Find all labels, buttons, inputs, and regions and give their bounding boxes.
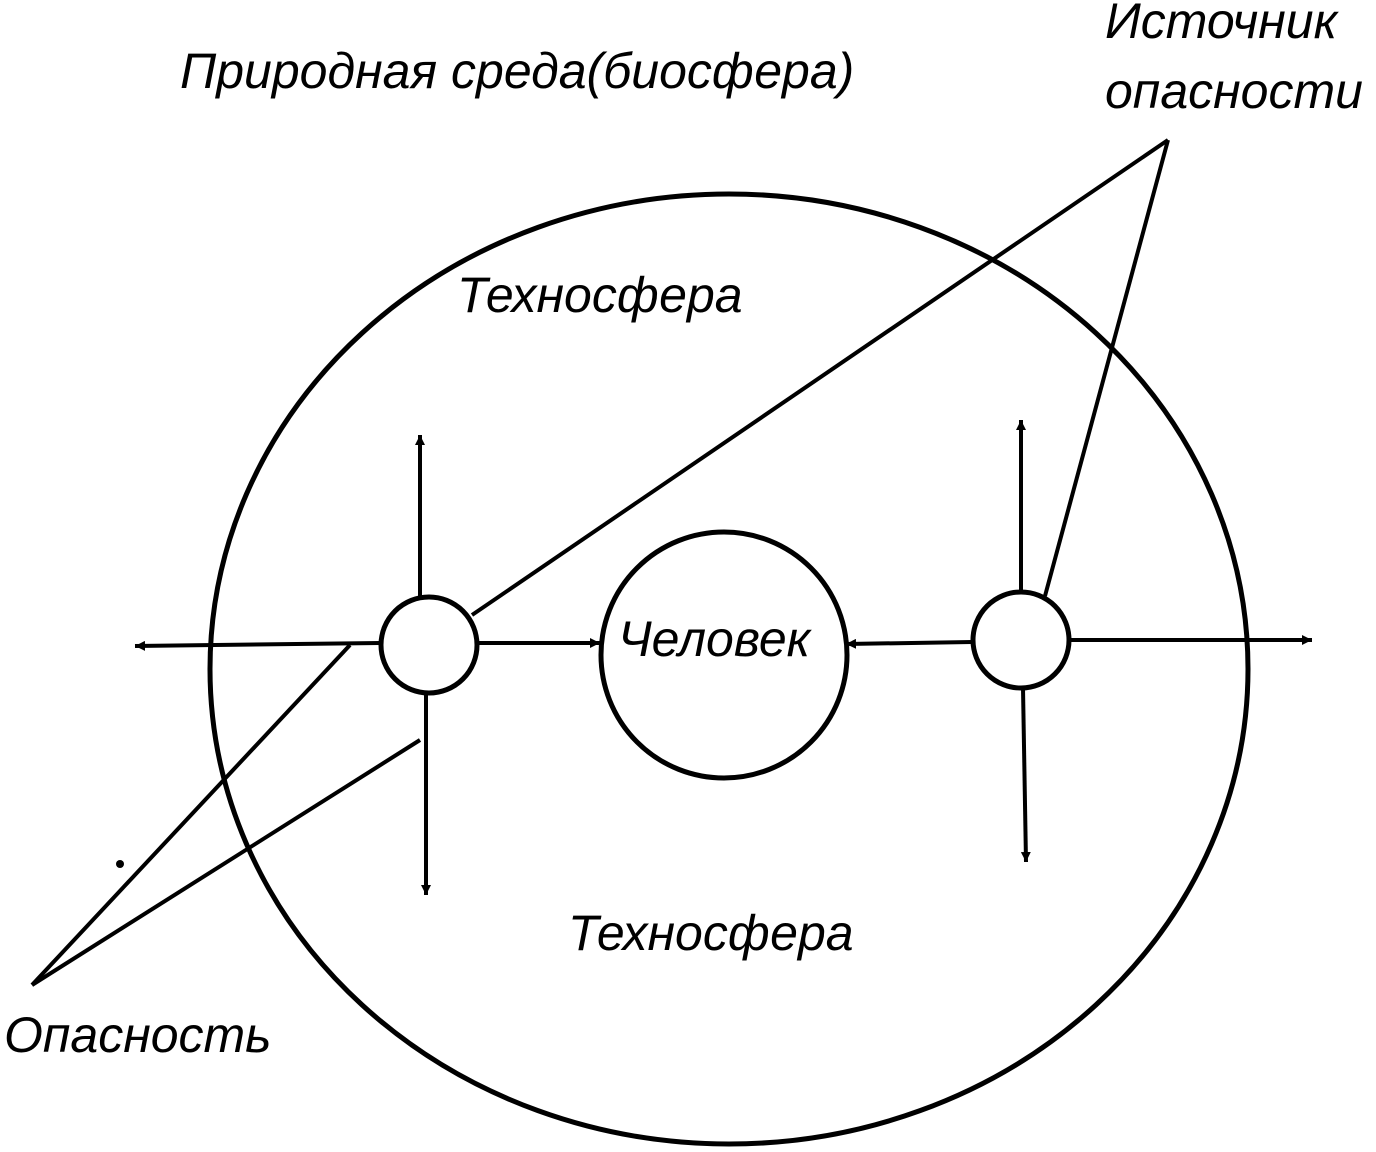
technosphere-circle (207, 191, 1251, 1147)
stray-dot (116, 860, 124, 868)
danger-pointer-lines (30, 643, 422, 987)
human-label: Человек (618, 611, 813, 667)
left-source-circle (378, 594, 480, 696)
environment-label: Природная среда(биосфера) (180, 43, 854, 99)
right-source-circle (970, 589, 1072, 691)
source-label-line1: Источник (1105, 0, 1340, 49)
right-arrow-to-human (845, 638, 973, 649)
source-label-line2: опасности (1105, 63, 1363, 119)
right-source-arrows (845, 420, 1312, 863)
technosphere-top-label: Техносфера (457, 267, 743, 323)
technosphere-bottom-label: Техносфера (568, 905, 854, 961)
right-arrow-down (1020, 687, 1031, 863)
human-circle (598, 529, 850, 781)
danger-label: Опасность (4, 1007, 271, 1063)
source-pointer-lines (470, 138, 1170, 617)
left-source-arrows (134, 435, 600, 895)
left-arrow-out (134, 640, 381, 651)
